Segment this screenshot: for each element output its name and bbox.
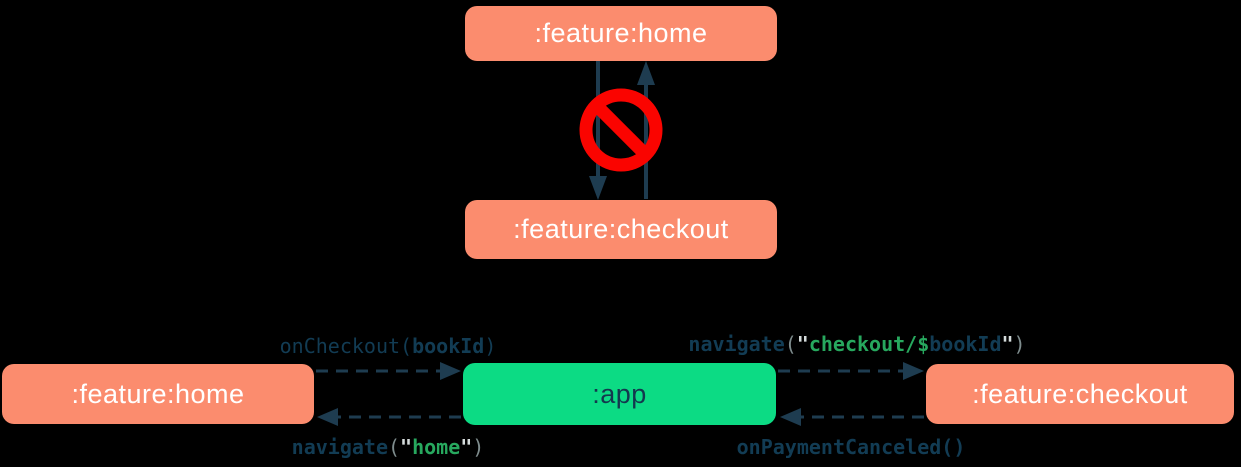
code-token: checkout/$ [808, 332, 930, 356]
module-box-app: :app [463, 363, 776, 425]
label-navigate-checkout: navigate("checkout/$bookId") [688, 332, 1025, 356]
code-token: onCheckout( [279, 334, 413, 358]
module-box-feature-checkout-top: :feature:checkout [465, 200, 777, 259]
code-token: ) [484, 334, 497, 358]
label-navigate-home: navigate("home") [292, 435, 485, 459]
code-token: bookId [929, 332, 1002, 356]
code-token: onPaymentCanceled() [736, 435, 966, 459]
code-token: " [460, 435, 473, 459]
module-box-feature-home: :feature:home [2, 364, 314, 424]
code-token: ( [387, 435, 401, 459]
code-token: home [412, 435, 461, 459]
code-token: ) [472, 435, 485, 459]
code-token: ) [1013, 332, 1026, 356]
checkout-to-app-arrowhead [780, 408, 801, 426]
code-token: ( [784, 332, 797, 356]
no-entry-icon [579, 88, 663, 172]
code-token: bookId [412, 334, 485, 358]
label-on-checkout: onCheckout(bookId) [280, 334, 497, 358]
label-on-payment-canceled: onPaymentCanceled() [737, 435, 966, 459]
app-to-home-arrowhead [317, 408, 338, 426]
module-box-feature-checkout: :feature:checkout [926, 364, 1234, 424]
checkout-to-home-arrowhead [637, 61, 655, 85]
code-token: " [1001, 332, 1014, 356]
home-to-app-arrowhead [440, 362, 461, 380]
app-to-checkout-arrowhead [903, 362, 924, 380]
module-box-feature-home-top: :feature:home [465, 6, 777, 61]
code-token: navigate [688, 332, 785, 356]
forbidden-dependency-arrows [579, 61, 663, 200]
code-token: navigate [291, 435, 388, 459]
code-token: " [796, 332, 809, 356]
home-to-checkout-arrowhead [589, 176, 607, 200]
code-token: " [400, 435, 413, 459]
